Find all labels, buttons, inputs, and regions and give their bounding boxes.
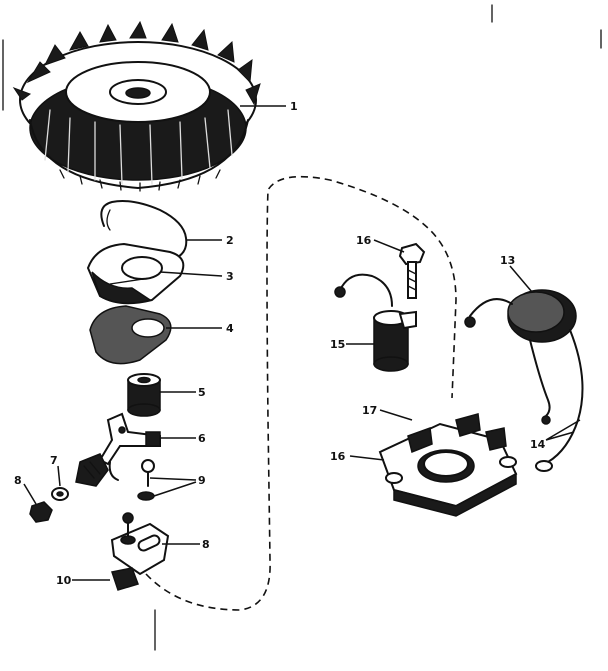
leader-line [149, 477, 197, 497]
callout-15: 15 [330, 338, 345, 351]
callout-3: 3 [226, 270, 234, 283]
leader-line [23, 483, 37, 505]
leader-line [57, 465, 61, 487]
callout-4: 4 [226, 322, 234, 335]
washer-part [51, 487, 69, 501]
spring-clip-part [100, 200, 188, 259]
leader-line [379, 409, 413, 421]
cam-wiper-part [111, 567, 139, 591]
assembly-dashed-line [145, 175, 457, 611]
leader-line [349, 455, 385, 461]
mounting-plate-part [110, 512, 170, 576]
leader-line [545, 419, 581, 441]
bushing-part [127, 373, 161, 417]
flywheel-part [12, 20, 261, 192]
callout-7: 7 [50, 454, 58, 467]
callout-8b: 8 [202, 538, 210, 551]
breaker-plate-part [378, 413, 518, 517]
breaker-arm-part [98, 412, 161, 481]
mounting-bolt-part [398, 242, 426, 299]
callout-14: 14 [530, 438, 546, 451]
callout-16b: 16 [330, 450, 346, 463]
callout-6: 6 [198, 432, 206, 445]
callout-17: 17 [362, 404, 377, 417]
callout-10: 10 [56, 574, 72, 587]
callout-8a: 8 [14, 474, 22, 487]
gasket-part [89, 305, 172, 365]
callout-13: 13 [500, 254, 515, 267]
callout-16a: 16 [356, 234, 372, 247]
condenser-part [334, 273, 417, 372]
spring-part [75, 453, 109, 487]
ignition-coil-part [464, 289, 584, 472]
callout-2: 2 [226, 234, 234, 247]
callout-5: 5 [198, 386, 206, 399]
leader-line [159, 271, 223, 277]
cover-plate-part [86, 242, 185, 305]
leader-line [509, 265, 533, 293]
callout-9a: 9 [198, 474, 206, 487]
nut-part [29, 501, 53, 523]
screw-part [137, 459, 155, 501]
leader-line [373, 239, 405, 253]
callout-1: 1 [290, 100, 298, 113]
